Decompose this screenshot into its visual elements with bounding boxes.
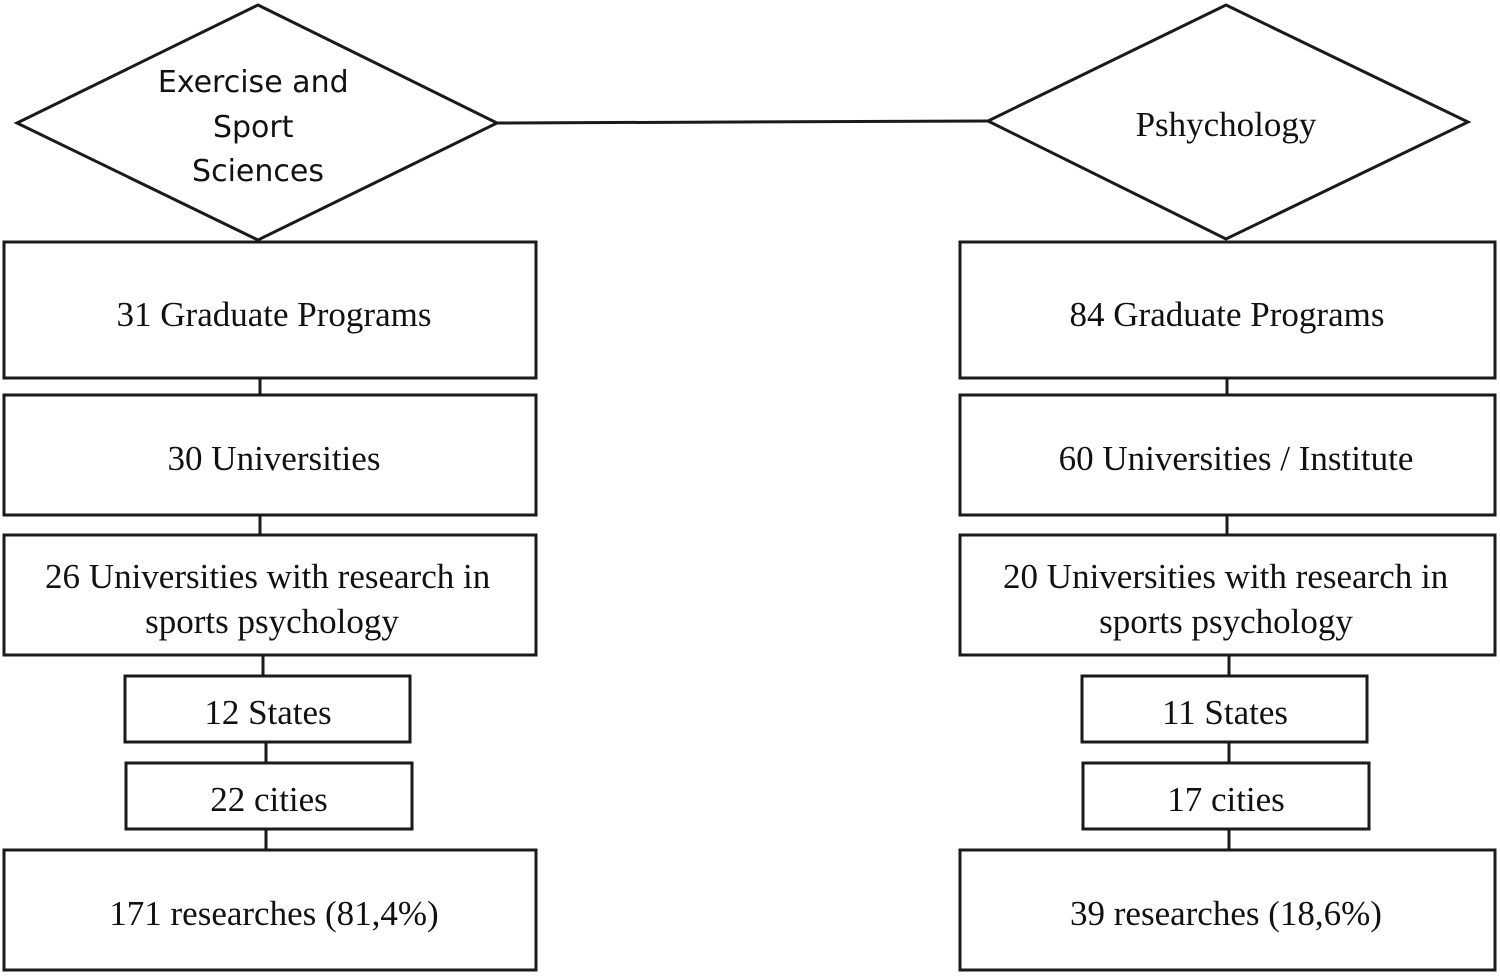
states-box: [123, 674, 412, 744]
diamond-label: Pshychology: [1136, 105, 1317, 144]
graduate-programs-label: 84 Graduate Programs: [1070, 295, 1385, 334]
research-universities-line: sports psychology: [1099, 602, 1353, 641]
graduate-programs-label: 31 Graduate Programs: [117, 295, 432, 334]
universities-label: 60 Universities / Institute: [1059, 439, 1414, 478]
graduate-programs-box: [958, 240, 1497, 380]
cities-box: [1081, 761, 1371, 831]
states-label: 11 States: [1162, 693, 1288, 732]
universities-box: [2, 393, 538, 517]
diamond-connector-line: [496, 119, 989, 125]
research-universities-line: sports psychology: [145, 602, 399, 641]
diamond-label-line: Sciences: [192, 154, 324, 189]
exercise-sport-sciences-diamond: [13, 3, 501, 242]
states-label: 12 States: [204, 693, 331, 732]
states-box: [1080, 674, 1369, 744]
cities-label: 17 cities: [1167, 780, 1285, 819]
research-universities-label: 20 Universities with research in sports …: [1003, 557, 1457, 641]
universities-box: [958, 393, 1497, 517]
psychology-diamond: [984, 3, 1472, 241]
research-universities-label: 26 Universities with research in sports …: [45, 557, 499, 641]
research-universities-box: [958, 533, 1497, 657]
cities-label: 22 cities: [210, 780, 328, 819]
right-column: Pshychology 84 Graduate Programs 60 Univ…: [958, 3, 1497, 972]
researches-label: 171 researches (81,4%): [109, 894, 438, 933]
diamond-label-line: Sport: [213, 110, 294, 145]
diamond-label-line: Exercise and: [158, 65, 349, 100]
universities-label: 30 Universities: [168, 439, 381, 478]
left-column: Exercise and Sport Sciences 31 Graduate …: [2, 3, 538, 972]
researches-box: [2, 848, 538, 972]
research-universities-box: [2, 533, 538, 657]
graduate-programs-box: [2, 240, 538, 380]
researches-label: 39 researches (18,6%): [1070, 894, 1382, 933]
research-universities-line: 26 Universities with research in: [45, 557, 490, 596]
diamond-label-line: Pshychology: [1136, 105, 1317, 144]
research-universities-line: 20 Universities with research in: [1003, 557, 1448, 596]
cities-box: [124, 761, 414, 831]
researches-box: [958, 848, 1497, 972]
diamond-label: Exercise and Sport Sciences: [158, 65, 358, 189]
